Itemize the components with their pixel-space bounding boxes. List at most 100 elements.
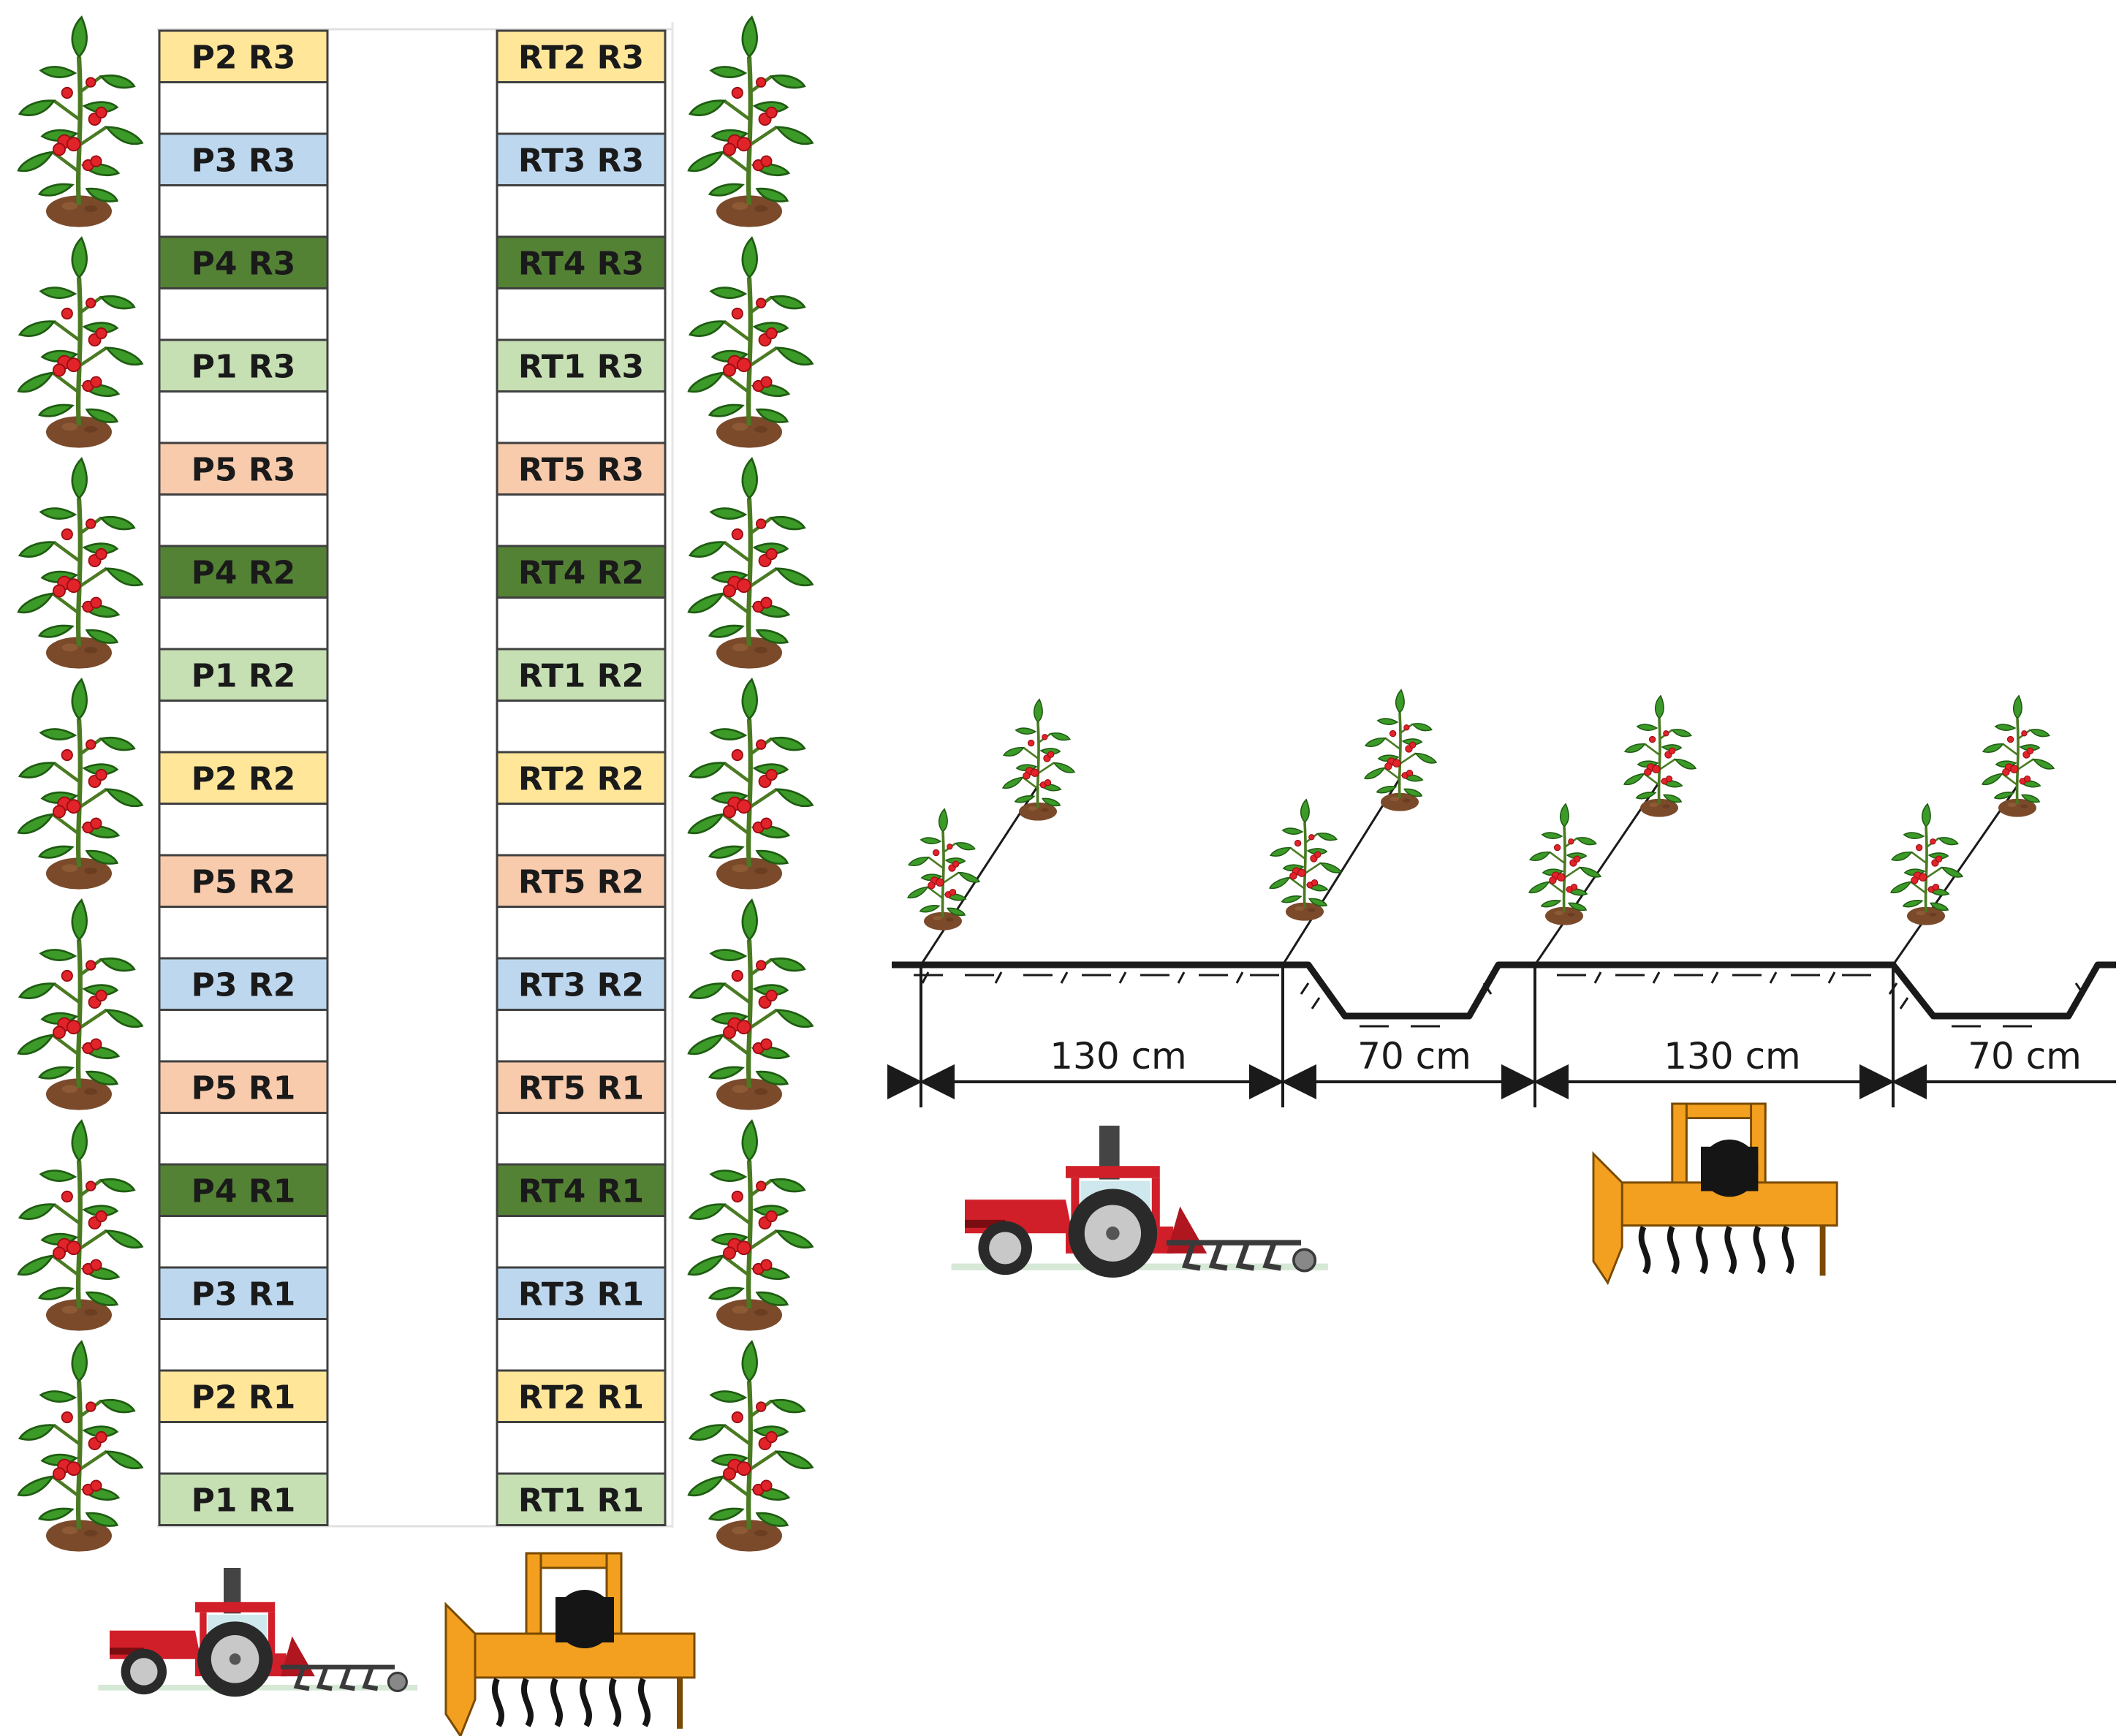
plot-label: P4 R1: [192, 1172, 296, 1210]
plot-cell: P4 R3: [158, 235, 329, 289]
plot-label: RT5 R3: [518, 451, 644, 488]
plot-cell-fill: [158, 1472, 329, 1526]
bed-cross-section: 130 cm 70 cm 130 cm 70 cm: [887, 688, 2116, 1283]
tomato-plant-icon: [18, 459, 142, 669]
plot-label: RT2 R3: [518, 39, 644, 76]
plot-label: RT4 R3: [518, 245, 644, 282]
plot-label: RT4 R2: [518, 554, 644, 591]
furrow-width-label: 70 cm: [1968, 1035, 2082, 1077]
plot-cell: RT2 R1: [496, 1369, 667, 1423]
plot-label: P2 R1: [192, 1379, 296, 1416]
tomato-plant-icon: [1889, 802, 1964, 927]
dimension-labels: 130 cm 70 cm 130 cm 70 cm: [1050, 1035, 2082, 1077]
tomato-plant-icon: [689, 901, 812, 1110]
plot-label: RT1 R1: [518, 1482, 644, 1519]
rotary-tiller-icon: [1593, 1104, 1837, 1283]
plot-cell: P1 R2: [158, 648, 329, 702]
soil-profile: [892, 961, 2116, 1028]
bed-width-label: 130 cm: [1050, 1035, 1187, 1077]
plot-spacer-row: [158, 906, 329, 960]
plot-cell: RT5 R2: [496, 854, 667, 908]
bed-width-label: 130 cm: [1664, 1035, 1801, 1077]
plot-label: RT3 R1: [518, 1276, 644, 1313]
plot-spacer-row: [496, 493, 667, 547]
plot-cell-fill: [496, 338, 667, 393]
plot-label: P4 R3: [192, 245, 296, 282]
plot-spacer-row: [158, 1421, 329, 1475]
plot-cell: P3 R1: [158, 1266, 329, 1320]
tractor-plough-icon: [98, 1568, 417, 1697]
plot-spacer-row: [496, 1421, 667, 1475]
plot-spacer-row: [496, 390, 667, 444]
tomato-plant-icon: [18, 680, 142, 890]
plot-cell: P5 R3: [158, 441, 329, 496]
plot-cell-fill: [158, 1266, 329, 1320]
plot-cell: P2 R1: [158, 1369, 329, 1423]
plot-label: RT1 R2: [518, 657, 644, 694]
plot-cell: P4 R2: [158, 545, 329, 599]
right-plant-row: [689, 17, 812, 1551]
plot-label: RT2 R1: [518, 1379, 644, 1416]
plot-spacer-row: [158, 700, 329, 754]
plot-spacer-row: [496, 596, 667, 651]
tomato-plant-icon: [1981, 694, 2055, 819]
plot-spacer-row: [496, 287, 667, 341]
tomato-plant-icon: [689, 17, 812, 227]
tomato-plant-icon: [18, 1342, 142, 1552]
plot-cell: P1 R1: [158, 1472, 329, 1526]
plot-cell-fill: [496, 441, 667, 496]
plot-cell-fill: [158, 751, 329, 805]
plot-cell: RT3 R1: [496, 1266, 667, 1320]
plot-cell: P3 R3: [158, 132, 329, 186]
plot-spacer-row: [158, 596, 329, 651]
plot-label: P1 R3: [192, 348, 296, 385]
plot-label: RT4 R1: [518, 1172, 644, 1210]
bed-plants: [920, 778, 2019, 966]
plot-cell-fill: [158, 1163, 329, 1217]
plot-cell: RT4 R1: [496, 1163, 667, 1217]
tomato-plant-icon: [1528, 802, 1602, 927]
plot-cell: P1 R3: [158, 338, 329, 393]
plot-spacer-row: [158, 493, 329, 547]
tomato-plant-icon: [689, 680, 812, 890]
plot-cell-fill: [496, 751, 667, 805]
plot-cell-fill: [158, 29, 329, 83]
plot-label: P1 R2: [192, 657, 296, 694]
plot-spacer-row: [158, 1112, 329, 1166]
plot-spacer-row: [496, 1009, 667, 1063]
plot-label: P5 R1: [192, 1069, 296, 1107]
plot-spacer-row: [496, 1215, 667, 1269]
plot-label: P2 R3: [192, 39, 296, 76]
plot-label: P2 R2: [192, 760, 296, 797]
plot-cell: RT4 R2: [496, 545, 667, 599]
plot-spacer-row: [158, 803, 329, 857]
tomato-plant-icon: [18, 238, 142, 448]
plot-cell: P5 R2: [158, 854, 329, 908]
tomato-plant-icon: [18, 17, 142, 227]
plot-spacer-row: [496, 81, 667, 135]
plowing-plot-column: P2 R3 P3 R3 P4 R3 P1 R3 P5 R3 P4 R2 P1 R2 P2 R2…: [158, 29, 329, 1526]
plot-label: P3 R1: [192, 1276, 296, 1313]
dimension-lines: [887, 965, 2116, 1107]
plot-cell: P4 R1: [158, 1163, 329, 1217]
plot-cell-fill: [496, 1266, 667, 1320]
plot-cell-fill: [158, 1369, 329, 1423]
plot-label: RT3 R3: [518, 142, 644, 179]
tomato-plant-icon: [18, 901, 142, 1110]
left-plant-row: [18, 17, 142, 1551]
tractor-plough-icon: [952, 1126, 1328, 1278]
plot-spacer-row: [496, 184, 667, 238]
tomato-plant-icon: [689, 1342, 812, 1552]
plot-spacer-row: [496, 803, 667, 857]
plot-label: RT5 R1: [518, 1069, 644, 1107]
plot-cell: RT5 R1: [496, 1060, 667, 1114]
rotary-tiller-icon: [446, 1553, 694, 1736]
tomato-plant-icon: [689, 1121, 812, 1331]
plot-cell-fill: [496, 854, 667, 908]
plot-cell-fill: [496, 29, 667, 83]
plot-spacer-row: [496, 906, 667, 960]
plot-cell-fill: [496, 957, 667, 1011]
plot-cell: RT1 R1: [496, 1472, 667, 1526]
